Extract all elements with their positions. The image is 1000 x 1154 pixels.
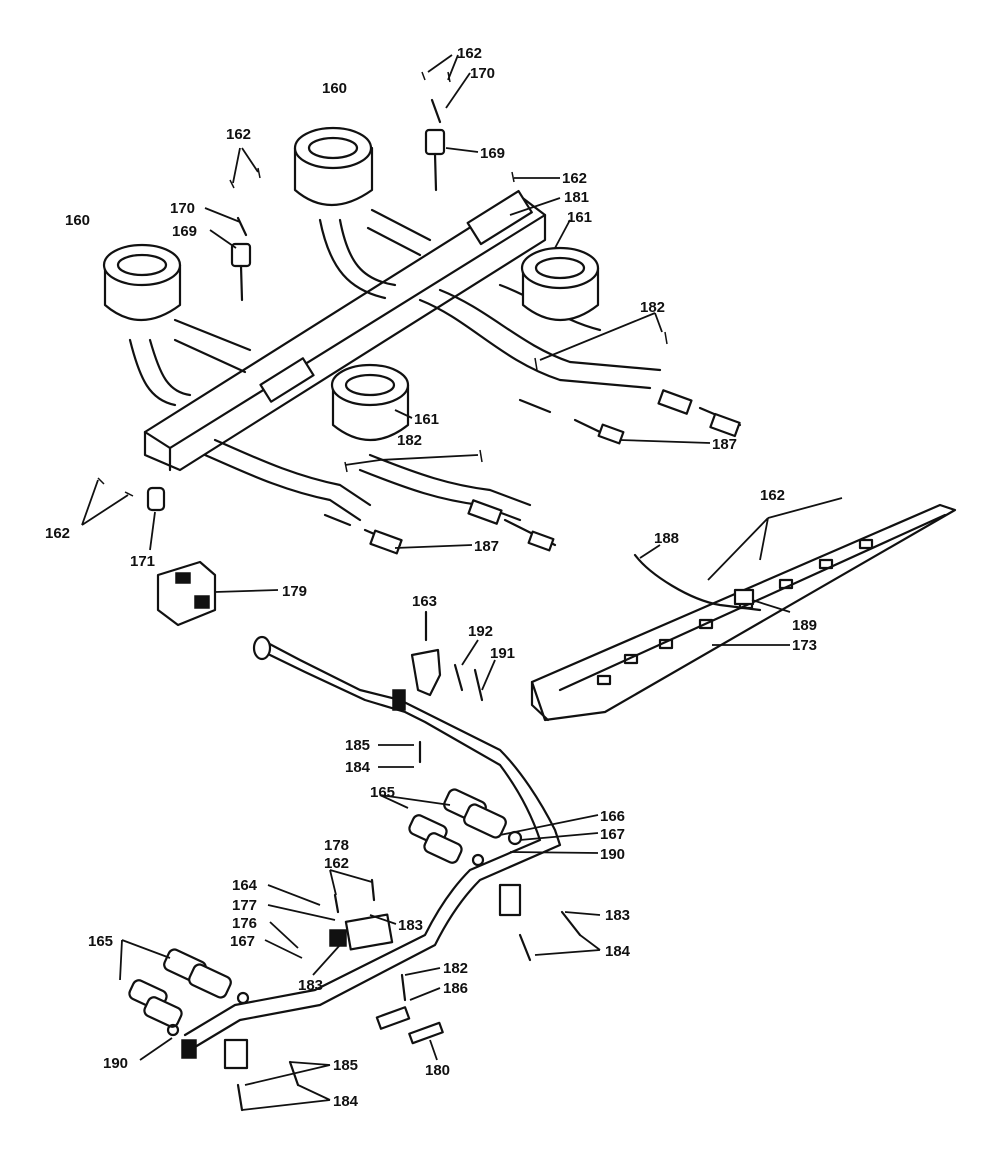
burner-head-160-left: [102, 243, 182, 322]
callout-162: 162: [324, 855, 349, 872]
callout-184: 184: [345, 759, 371, 776]
callout-162: 162: [562, 170, 587, 187]
callout-170: 170: [470, 65, 495, 82]
callout-163: 163: [412, 593, 437, 610]
callout-167: 167: [600, 826, 625, 843]
callout-181: 181: [564, 189, 589, 206]
burner-tube-left: [128, 338, 192, 407]
callout-173: 173: [792, 637, 817, 654]
burner-tube-front-right: [358, 453, 532, 522]
burner-tube-left-rear: [173, 318, 252, 374]
callout-182: 182: [640, 299, 665, 316]
callout-164: 164: [232, 877, 258, 894]
callout-183: 183: [298, 977, 323, 994]
support-bracket-left: [223, 1038, 249, 1070]
burner-head-160-center: [293, 126, 374, 207]
burner-head-161-right: [520, 246, 600, 322]
callout-176: 176: [232, 915, 257, 932]
callout-160: 160: [322, 80, 347, 97]
leader-lines: [81, 54, 843, 1111]
fasteners-right: [518, 910, 582, 962]
callout-165: 165: [370, 784, 395, 801]
igniter-169-left: [230, 216, 252, 302]
callout-190: 190: [600, 846, 625, 863]
fitting-186: [375, 973, 411, 1030]
callout-192: 192: [468, 623, 493, 640]
burner-assembly: [97, 71, 742, 627]
bracket-181: [466, 189, 533, 246]
callout-161: 161: [567, 209, 592, 226]
manifold-pipe: [183, 638, 562, 1052]
fasteners-left: [236, 1060, 300, 1112]
callout-160: 160: [65, 212, 90, 229]
callout-187: 187: [474, 538, 499, 555]
manifold-assembly: [128, 610, 582, 1112]
callout-187: 187: [712, 436, 737, 453]
orifice-fittings-front: [323, 499, 557, 555]
callout-178: 178: [324, 837, 349, 854]
callout-189: 189: [792, 617, 817, 634]
valve-group-165-lower: [128, 948, 250, 1037]
pipe-clamp: [392, 689, 406, 711]
screw-180: [408, 1021, 444, 1045]
callout-171: 171: [130, 553, 155, 570]
igniter-169-rear: [424, 98, 446, 192]
burner-head-161-front: [330, 363, 410, 442]
callout-183: 183: [398, 917, 423, 934]
callout-180: 180: [425, 1062, 450, 1079]
callout-182: 182: [443, 960, 468, 977]
callout-170: 170: [170, 200, 195, 217]
callout-188: 188: [654, 530, 679, 547]
clip-189: [733, 588, 755, 606]
callout-184: 184: [333, 1093, 359, 1110]
callout-166: 166: [600, 808, 625, 825]
callout-169: 169: [172, 223, 197, 240]
callout-191: 191: [490, 645, 515, 662]
callout-183: 183: [605, 907, 630, 924]
callout-165: 165: [88, 933, 113, 950]
callout-184: 184: [605, 943, 631, 960]
callout-162: 162: [760, 487, 785, 504]
manifold-inlet: [252, 635, 272, 661]
callout-162: 162: [226, 126, 251, 143]
support-bracket-right: [498, 883, 522, 917]
valve-179: [156, 560, 217, 627]
callout-177: 177: [232, 897, 257, 914]
callout-169: 169: [480, 145, 505, 162]
valve-group-165-upper: [408, 788, 523, 867]
burner-tube-front-left: [203, 438, 372, 522]
callout-185: 185: [345, 737, 370, 754]
callout-182: 182: [397, 432, 422, 449]
callout-labels: 162 170 160 169 162 170 160 169 162 181 …: [45, 45, 817, 1110]
callout-190: 190: [103, 1055, 128, 1072]
orifice-fittings-rear: [518, 389, 742, 445]
burner-tube-right-rear: [418, 288, 662, 390]
side-panel-173: [530, 503, 957, 722]
callout-161: 161: [414, 411, 439, 428]
callout-185: 185: [333, 1057, 358, 1074]
burner-tube-center: [318, 218, 397, 300]
callout-186: 186: [443, 980, 468, 997]
callout-179: 179: [282, 583, 307, 600]
callout-162: 162: [45, 525, 70, 542]
bracket-center: [259, 357, 315, 403]
control-block: [329, 878, 394, 951]
wire-188: [633, 553, 762, 612]
bracket-171: [146, 486, 166, 512]
callout-167: 167: [230, 933, 255, 950]
callout-162: 162: [457, 45, 482, 62]
